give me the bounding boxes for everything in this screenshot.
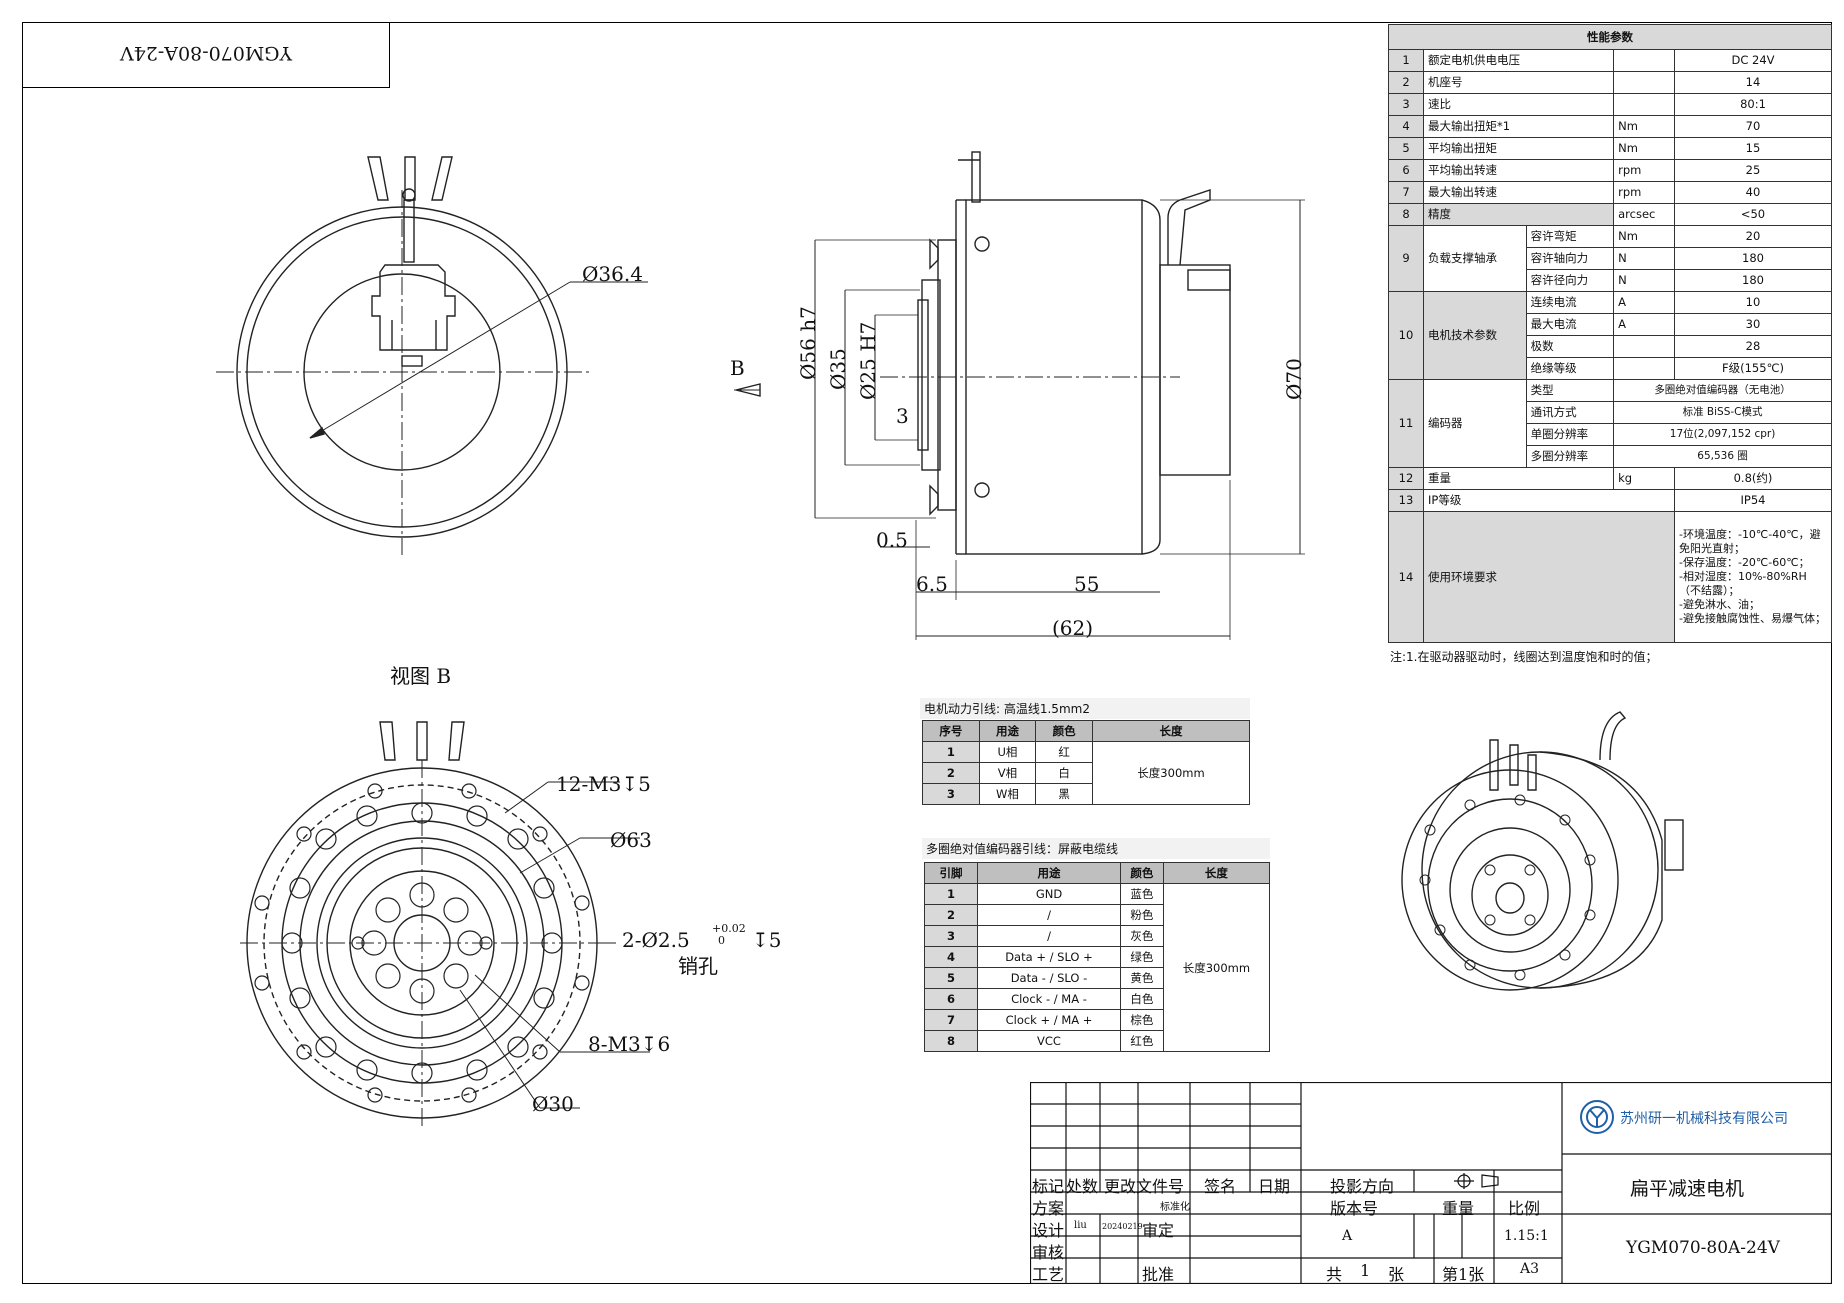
tb-weight: 重量	[1442, 1199, 1475, 1218]
dim-pin-tol-up: +0.02	[712, 922, 746, 935]
tb-h-sign: 签名	[1204, 1177, 1237, 1196]
title-box: YGM070-80A-24V	[22, 22, 390, 88]
drawing-frame	[22, 22, 1832, 1284]
front-view	[216, 156, 648, 555]
tb-audit: 审定	[1142, 1221, 1175, 1240]
tb-h-date: 日期	[1258, 1177, 1291, 1196]
dim-d3: 3	[896, 404, 909, 428]
tb-scheme: 方案	[1032, 1199, 1065, 1218]
tb-designer: liu	[1074, 1220, 1087, 1231]
power-leads-title: 电机动力引线: 高温线1.5mm2	[920, 698, 1250, 719]
view-b-label: 视图 B	[390, 664, 452, 688]
tb-total: 共	[1326, 1265, 1343, 1284]
tb-scale-value: 1.15:1	[1504, 1228, 1549, 1244]
dim-d35: Ø35	[826, 348, 850, 390]
dim-d55: 55	[1074, 572, 1100, 596]
tb-h-count: 处数	[1066, 1177, 1099, 1196]
dim-d63: Ø63	[610, 828, 652, 852]
isometric-view	[1401, 711, 1684, 991]
tb-process: 工艺	[1032, 1265, 1065, 1284]
tb-projection: 投影方向	[1330, 1177, 1395, 1196]
company-logo-icon	[1580, 1100, 1614, 1134]
dim-pin-tol-low: 0	[718, 934, 725, 947]
tb-version: A	[1342, 1228, 1353, 1244]
dim-pin-depth: ↧5	[752, 928, 782, 952]
pin-label: 销孔	[678, 954, 718, 978]
dim-m3x12: 12-M3↧5	[556, 772, 651, 796]
tb-model: YGM070-80A-24V	[1626, 1238, 1780, 1258]
encoder-leads-title: 多圈绝对值编码器引线：屏蔽电缆线	[922, 838, 1270, 859]
side-view	[734, 151, 1305, 640]
tb-sheet: 第1张	[1442, 1265, 1485, 1284]
dim-d05: 0.5	[876, 528, 908, 552]
view-b	[240, 721, 650, 1128]
tb-standard: 标准化	[1160, 1202, 1190, 1213]
tb-version-no: 版本号	[1330, 1199, 1379, 1218]
table-row: 2/粉色	[924, 904, 1270, 926]
dim-b-arrow: B	[730, 356, 745, 380]
tb-h-change: 更改文件号	[1104, 1177, 1185, 1196]
dim-d25: Ø25 H7	[856, 321, 880, 400]
tb-product: 扁平减速电机	[1630, 1178, 1745, 1200]
dim-d36: Ø36.4	[582, 262, 643, 286]
tb-h-mark: 标记	[1032, 1177, 1065, 1196]
title-block: 标记 处数 更改文件号 签名 日期 方案 标准化 设计 liu 20240219…	[1030, 1082, 1832, 1284]
dim-d30: Ø30	[532, 1092, 574, 1116]
dim-d65: 6.5	[916, 572, 948, 596]
tb-scale: 比例	[1508, 1199, 1541, 1218]
tb-review: 审核	[1032, 1243, 1065, 1262]
dim-pin: 2-Ø2.5	[622, 928, 690, 952]
dim-d56: Ø56 h7	[796, 306, 820, 380]
spec-note: 注:1.在驱动器驱动时，线圈达到温度饱和时的值；	[1390, 650, 1658, 664]
tb-company: 苏州研一机械科技有限公司	[1620, 1111, 1788, 1127]
tb-total-n: 1	[1360, 1261, 1371, 1280]
tb-design-date: 20240219	[1102, 1222, 1143, 1231]
tb-approve: 批准	[1142, 1265, 1175, 1284]
dim-m3x8: 8-M3↧6	[588, 1032, 671, 1056]
tb-paper: A3	[1520, 1261, 1540, 1277]
dim-d70: Ø70	[1282, 358, 1306, 400]
spec-header: 性能参数	[1388, 24, 1832, 50]
dim-d62: (62)	[1052, 616, 1094, 640]
tb-sheet-unit: 张	[1388, 1265, 1405, 1284]
tb-design: 设计	[1032, 1221, 1065, 1240]
